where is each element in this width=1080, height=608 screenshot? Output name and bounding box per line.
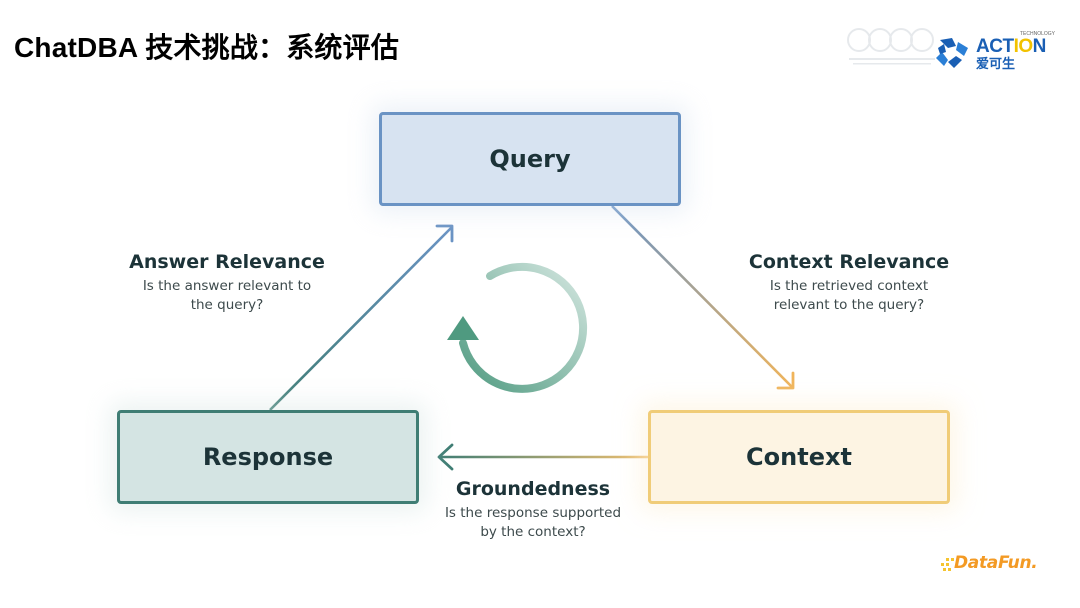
metric-description-line: the query?: [190, 297, 264, 313]
metric-description-line: Is the answer relevant to: [142, 278, 312, 294]
metric-description: Is the answer relevant to the query?: [116, 277, 338, 315]
node-response-label: Response: [202, 443, 334, 471]
metric-description-line: Is the retrieved context: [769, 278, 929, 294]
metric-description-line: Is the response supported: [444, 505, 622, 521]
action-tagline: TECHNOLOGY: [1020, 31, 1056, 37]
metric-context-relevance: Context Relevance Is the retrieved conte…: [738, 250, 960, 315]
action-wordmark-suffix: N: [1032, 36, 1047, 57]
arrowhead-context-icon: [776, 371, 795, 390]
cycle-arrow-icon: [447, 262, 588, 393]
node-query: Query: [379, 112, 681, 206]
action-wordmark: ACTION: [976, 36, 1046, 58]
slide-title: ChatDBA 技术挑战：系统评估: [14, 32, 400, 63]
metric-groundedness: Groundedness Is the response supported b…: [430, 477, 636, 542]
action-emblem-icon: [936, 38, 968, 68]
action-logo: TECHNOLOGY ACTION 爱可生: [932, 31, 1062, 72]
node-query-label: Query: [489, 145, 571, 173]
metric-title: Answer Relevance: [129, 251, 325, 273]
metric-description: Is the retrieved context relevant to the…: [738, 277, 960, 315]
datafun-dots-icon: [941, 558, 954, 571]
ccf-watermark-logo: [847, 28, 935, 65]
action-wordmark-highlight: IO: [1013, 36, 1034, 57]
edge-response-to-query: [269, 224, 454, 411]
node-response: Response: [117, 410, 419, 504]
arrowhead-response-icon: [437, 443, 454, 471]
metric-title: Groundedness: [455, 478, 611, 500]
edge-query-to-context: [611, 205, 795, 390]
node-context-label: Context: [746, 443, 852, 471]
arrowhead-query-icon: [435, 224, 454, 243]
action-wordmark-prefix: ACT: [976, 36, 1014, 57]
metric-description: Is the response supported by the context…: [430, 504, 636, 542]
action-chinese-name: 爱可生: [976, 57, 1016, 72]
node-context: Context: [648, 410, 950, 504]
metric-description-line: relevant to the query?: [773, 297, 925, 313]
metric-title: Context Relevance: [748, 251, 950, 273]
metric-description-line: by the context?: [480, 524, 586, 540]
metric-answer-relevance: Answer Relevance Is the answer relevant …: [116, 250, 338, 315]
datafun-logo: DataFun.: [940, 553, 1060, 579]
edge-context-to-response: [437, 443, 648, 471]
datafun-wordmark: DataFun.: [954, 553, 1038, 573]
